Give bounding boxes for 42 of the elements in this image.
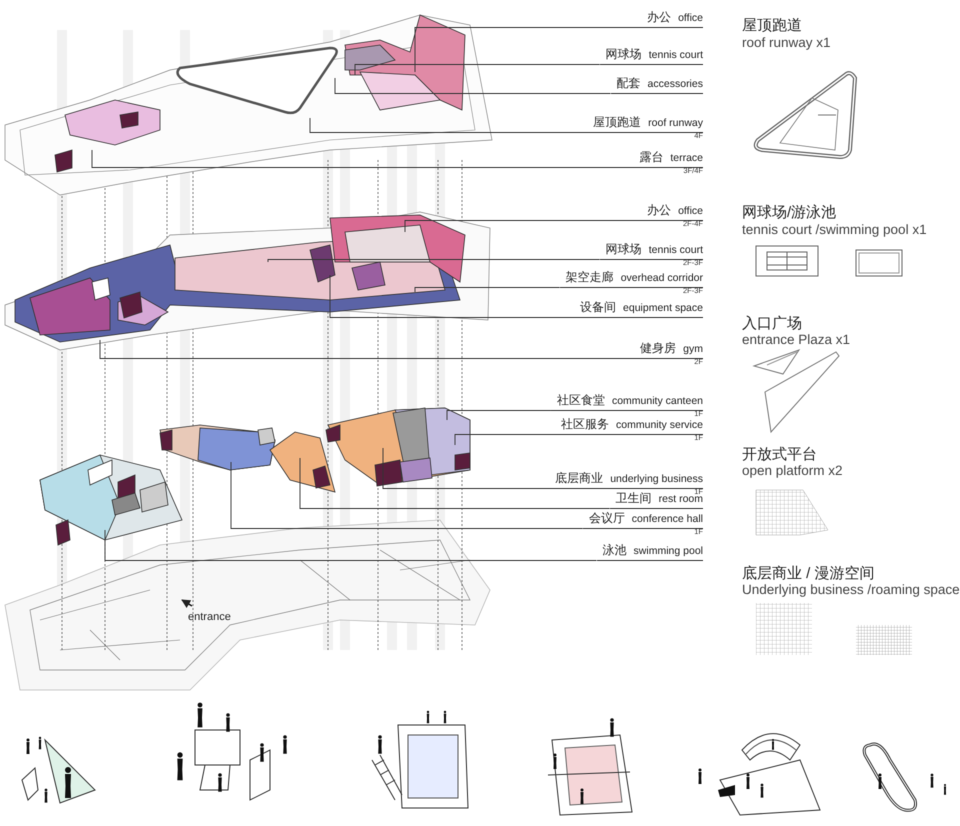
- legend-caption: entrance Plaza x1: [742, 333, 850, 348]
- legend-heading: 入口广场: [742, 316, 802, 332]
- leader-line: [330, 274, 574, 318]
- legend-heading: 开放式平台: [742, 447, 817, 463]
- legend-caption: roof runway x1: [742, 36, 831, 50]
- callout-label: 网球场 tennis court: [600, 46, 703, 65]
- callout-label: 屋顶跑道 roof runway: [587, 114, 703, 133]
- leader-line: [382, 448, 550, 489]
- leader-line: [454, 434, 556, 446]
- leader-line: [104, 530, 597, 561]
- callout-label: 会议厅 conference hall: [582, 510, 703, 529]
- leader-line: [310, 118, 588, 133]
- legend-heading: 屋顶跑道: [742, 18, 802, 34]
- legend-heading: 底层商业 / 漫游空间: [742, 566, 875, 582]
- legend-heading: 网球场/游泳池: [742, 205, 836, 221]
- callout-label: 办公 office: [641, 202, 703, 221]
- callout-label: 社区食堂 community canteen: [550, 392, 703, 411]
- callout-label: 社区服务 community service: [555, 416, 703, 435]
- legend-caption: Underlying business /roaming space: [742, 583, 960, 598]
- callout-label: 办公 office: [641, 9, 703, 28]
- callout-label: 网球场 tennis court: [600, 241, 703, 260]
- leader-line: [414, 27, 642, 72]
- legend-caption: open platform x2: [742, 464, 843, 478]
- callout-label: 设备间 equipment space: [574, 299, 703, 318]
- leader-line: [268, 259, 600, 262]
- leader-line: [100, 340, 635, 359]
- callout-label: 架空走廊 overhead corridor: [560, 269, 703, 288]
- callout-label: 底层商业 underlying business: [549, 470, 703, 489]
- leader-line: [92, 150, 634, 168]
- leader-line: [300, 458, 610, 509]
- callout-label: 配套 accessories: [610, 75, 703, 94]
- leader-line: [404, 220, 642, 232]
- callout-label: 泳池 swimming pool: [596, 542, 703, 561]
- entrance-label: entrance: [188, 612, 231, 624]
- leader-line: [334, 78, 611, 94]
- callout-label: 露台 terrace: [633, 149, 703, 168]
- legend-caption: tennis court /swimming pool x1: [742, 223, 927, 238]
- leader-line: [354, 64, 600, 76]
- leader-line: [446, 410, 552, 420]
- leader-line: [414, 287, 560, 292]
- callout-label: 健身房 gym: [634, 340, 703, 359]
- leader-line: [230, 462, 584, 529]
